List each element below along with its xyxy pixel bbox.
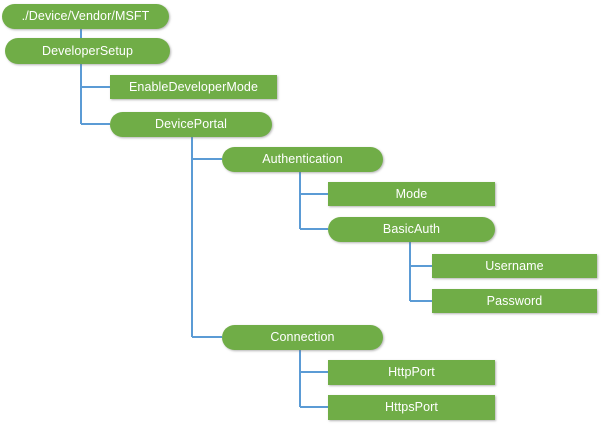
- tree-node-basicauth[interactable]: BasicAuth: [328, 217, 495, 242]
- tree-node-label: DevicePortal: [154, 117, 228, 132]
- tree-node-label: Mode: [395, 186, 428, 201]
- tree-node-label: HttpPort: [388, 365, 435, 380]
- tree-node-label: BasicAuth: [382, 222, 441, 237]
- tree-node-label: DeveloperSetup: [41, 43, 134, 58]
- tree-node-connection[interactable]: Connection: [222, 325, 383, 350]
- tree-node-root[interactable]: ./Device/Vendor/MSFT: [2, 4, 169, 29]
- tree-node-devsetup[interactable]: DeveloperSetup: [5, 38, 170, 64]
- tree-node-mode[interactable]: Mode: [328, 182, 495, 206]
- tree-node-label: Authentication: [262, 152, 343, 167]
- tree-node-username[interactable]: Username: [432, 254, 597, 278]
- tree-node-label: Password: [486, 293, 543, 308]
- tree-node-httpport[interactable]: HttpPort: [328, 360, 495, 385]
- tree-node-httpsport[interactable]: HttpsPort: [328, 395, 495, 420]
- tree-node-label: EnableDeveloperMode: [128, 79, 259, 94]
- tree-node-password[interactable]: Password: [432, 289, 597, 313]
- tree-node-label: Connection: [270, 330, 335, 345]
- tree-node-label: Username: [485, 258, 544, 273]
- tree-node-enabledev[interactable]: EnableDeveloperMode: [110, 75, 277, 99]
- tree-node-label: HttpsPort: [385, 400, 438, 415]
- tree-node-auth[interactable]: Authentication: [222, 147, 383, 172]
- tree-node-devportal[interactable]: DevicePortal: [110, 112, 272, 137]
- tree-node-label: ./Device/Vendor/MSFT: [21, 9, 150, 24]
